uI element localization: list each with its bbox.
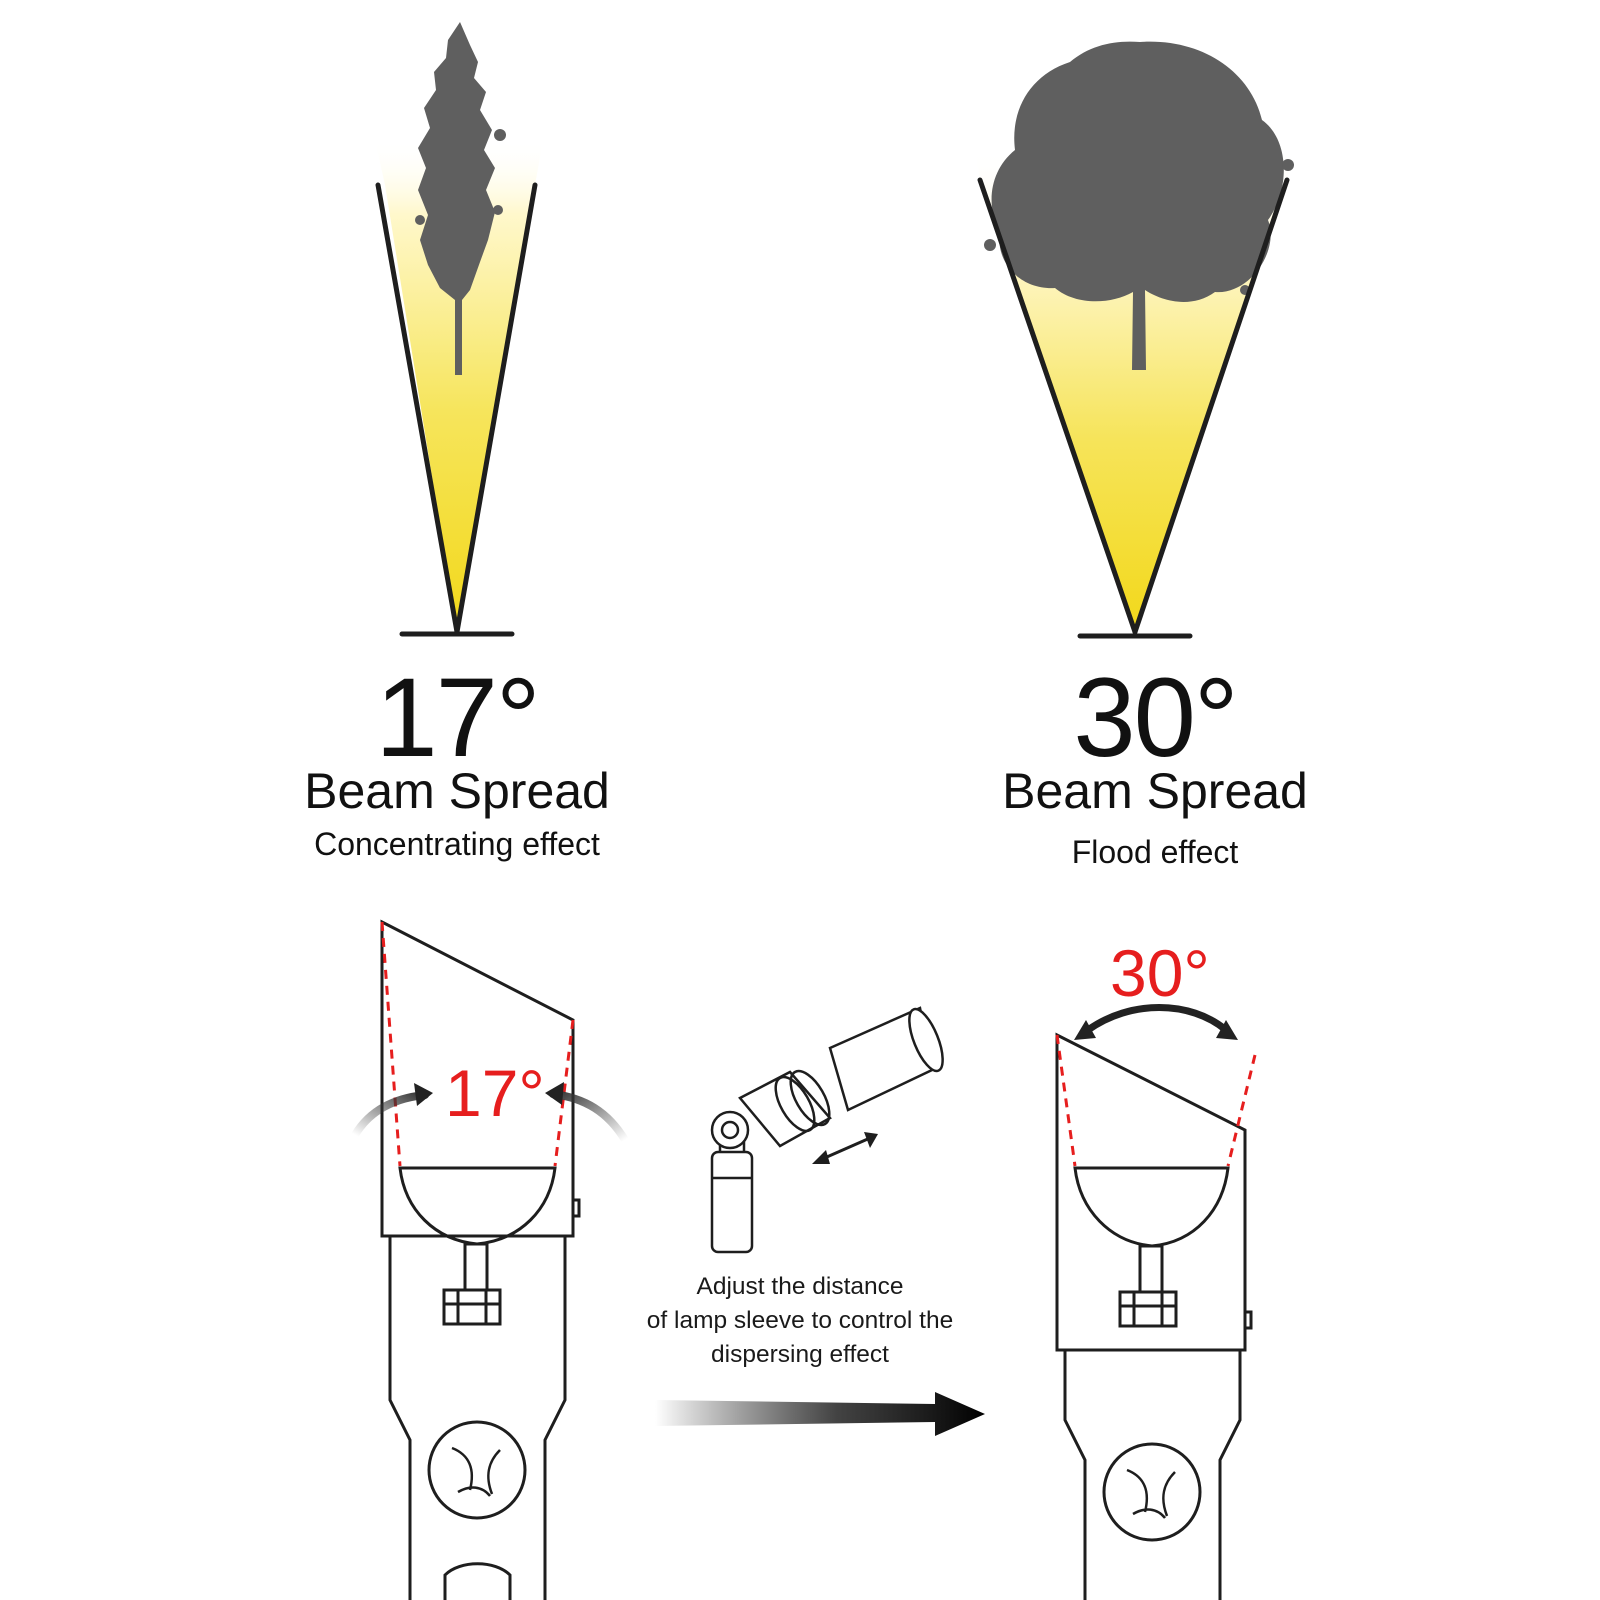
center-note: Adjust the distance of lamp sleeve to co… — [600, 1270, 1000, 1372]
double-arrow-icon — [812, 1132, 878, 1164]
right-diagram-angle: 30° — [1110, 936, 1210, 1010]
narrow-beam — [375, 22, 543, 637]
wide-beam — [975, 41, 1295, 639]
right-beam-subtitle: Flood effect — [1071, 834, 1239, 870]
center-note-line1: Adjust the distance — [696, 1273, 904, 1300]
left-angle-value: 17° — [375, 655, 540, 780]
right-beam-title: Beam Spread — [1002, 763, 1308, 819]
spotlight-icon — [710, 1006, 944, 1254]
center-note-line2: of lamp sleeve to control the — [646, 1307, 954, 1334]
left-beam-title: Beam Spread — [304, 763, 610, 819]
right-angle-value: 30° — [1073, 655, 1238, 780]
right-arrow-icon — [655, 1392, 985, 1436]
narrow-fixture — [351, 919, 629, 1600]
left-beam-subtitle: Concentrating effect — [314, 826, 600, 862]
wide-fixture — [1055, 1004, 1257, 1600]
left-diagram-angle: 17° — [445, 1056, 545, 1130]
narrow-tree-icon — [415, 22, 506, 375]
center-note-line3: dispersing effect — [711, 1341, 889, 1368]
